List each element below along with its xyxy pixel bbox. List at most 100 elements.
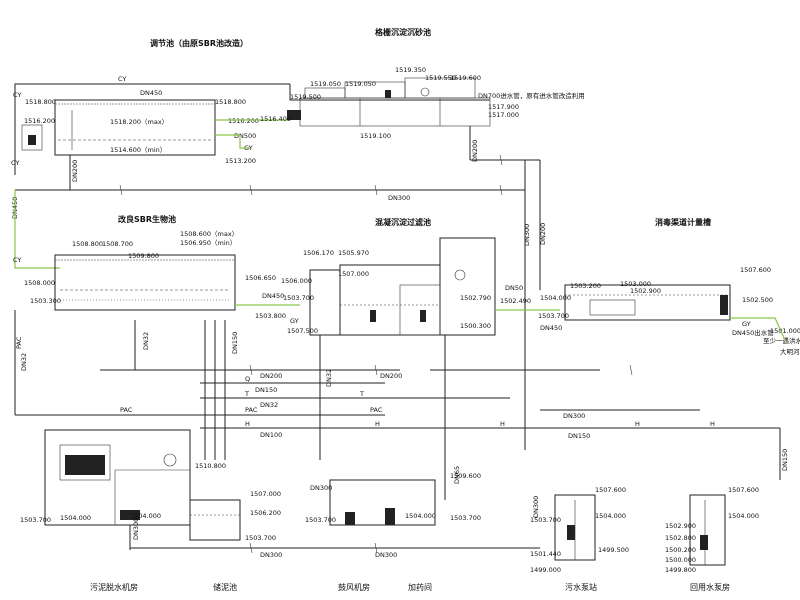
adjust-tank: 1518.800 1518.800 1518.200（max） 1516.200… bbox=[21, 98, 290, 190]
dn32-sbr: DN32 bbox=[142, 332, 150, 350]
dn300-vert: DN300 bbox=[523, 224, 531, 246]
pac-1: PAC bbox=[120, 406, 133, 414]
elev-sr-3: 1510.800 bbox=[195, 462, 226, 470]
pac-left: PAC bbox=[15, 336, 23, 349]
dn65: DN65 bbox=[453, 466, 461, 484]
elev-rp-5: 1500.200 bbox=[665, 546, 696, 554]
elev-sr-4: 1503.700 bbox=[20, 516, 51, 524]
elev-br-2: 1509.600 bbox=[450, 472, 481, 480]
elev-coag-3: 1507.000 bbox=[338, 270, 369, 278]
elev-rp-3: 1502.900 bbox=[665, 522, 696, 530]
elev-coag-1: 1506.170 bbox=[303, 249, 334, 257]
pretreat-note: DN700进水管，原有进水管改造利用 bbox=[478, 91, 585, 100]
elev-meas-2: 1503.000 bbox=[620, 280, 651, 288]
elev-st-1: 1507.000 bbox=[250, 490, 281, 498]
dn300-sr: DN300 bbox=[132, 518, 140, 540]
elev-meas-6: 1502.500 bbox=[742, 296, 773, 304]
pac-3: PAC bbox=[370, 406, 383, 414]
dn200-pre: DN200 bbox=[471, 140, 479, 162]
pretreat-unit: 1519.050 1519.050 1519.350 1519.550 1519… bbox=[260, 66, 585, 162]
elev-adj-top-l: 1518.800 bbox=[25, 98, 56, 106]
title-measure: 消毒渠道计量槽 bbox=[655, 217, 711, 227]
title-coag: 混凝沉淀过滤池 bbox=[375, 217, 431, 227]
elev-adj-mid-r: 1516.200 bbox=[228, 117, 259, 125]
h-1: H bbox=[245, 420, 250, 428]
elev-sbr-5: 1506.950（min） bbox=[180, 239, 236, 247]
elev-sp-2: 1504.000 bbox=[595, 512, 626, 520]
elev-pre-5: 1519.600 bbox=[450, 74, 481, 82]
elev-rp-2: 1504.000 bbox=[728, 512, 759, 520]
elev-sp-3: 1503.700 bbox=[530, 516, 561, 524]
sludge-room: 1510.800 1503.700 1504.000 1504.000 DN30… bbox=[20, 429, 226, 550]
elev-pre-8: 1519.100 bbox=[360, 132, 391, 140]
elev-pre-9: 1517.900 bbox=[488, 103, 519, 111]
dn200-vert: DN200 bbox=[539, 223, 547, 245]
dn50-coag: DN50 bbox=[505, 284, 523, 292]
title-adjust-tank: 调节池（由原SBR池改造） bbox=[150, 38, 248, 48]
measure-channel: 1503.200 1503.000 1502.900 1504.000 1507… bbox=[538, 266, 800, 356]
dn100-h: DN100 bbox=[260, 431, 282, 439]
dn150-sbr: DN150 bbox=[231, 332, 239, 354]
elev-coag-6: 1507.500 bbox=[287, 327, 318, 335]
elev-meas-7: 1503.700 bbox=[538, 312, 569, 320]
cy-label-left2: CY bbox=[11, 159, 19, 167]
dn300-collector: DN300 bbox=[388, 194, 410, 202]
h-2: H bbox=[375, 420, 380, 428]
dn32-coag: DN32 bbox=[325, 369, 333, 387]
dn300-right: DN300 bbox=[563, 412, 585, 420]
elev-meas-1: 1503.200 bbox=[570, 282, 601, 290]
elev-adj-mid-l: 1516.200 bbox=[24, 117, 55, 125]
h-4: H bbox=[635, 420, 640, 428]
elev-sbr-9: 1503.800 bbox=[255, 312, 286, 320]
outlet-note: DN450出水管 bbox=[732, 328, 774, 337]
t-1: T bbox=[244, 390, 249, 398]
title-sewage-pump: 污水泵站 bbox=[565, 582, 597, 592]
dn32-t: DN32 bbox=[260, 401, 278, 409]
dn300-br: DN300 bbox=[310, 484, 332, 492]
title-dosing-room: 加药间 bbox=[408, 582, 432, 592]
elev-rp-4: 1502.800 bbox=[665, 534, 696, 542]
sbr-tank: 1508.800 1508.700 1509.800 1508.600（max）… bbox=[13, 190, 300, 320]
cy-sbr: CY bbox=[13, 256, 21, 264]
t-2: T bbox=[359, 390, 364, 398]
dn450-label-top: DN450 bbox=[140, 89, 162, 97]
elev-pre-6: 1519.500 bbox=[290, 93, 321, 101]
elev-pre-1: 1519.050 bbox=[310, 80, 341, 88]
gy-coag: GY bbox=[290, 317, 299, 325]
cy-label-left: CY bbox=[13, 91, 21, 99]
elev-rp-1: 1507.600 bbox=[728, 486, 759, 494]
dn150-far-right: DN150 bbox=[781, 449, 789, 471]
elev-sbr-3: 1509.800 bbox=[128, 252, 159, 260]
title-pretreat: 格栅沉淀沉砂池 bbox=[375, 27, 431, 37]
elev-br-4: 1503.700 bbox=[450, 514, 481, 522]
elev-pre-4: 1519.550 bbox=[425, 74, 456, 82]
dn500-label: DN500 bbox=[234, 132, 256, 140]
elev-pre-2: 1519.050 bbox=[345, 80, 376, 88]
elev-coag-8: 1502.490 bbox=[500, 297, 531, 305]
elev-adj-max: 1518.200（max） bbox=[110, 118, 168, 126]
title-sludge-room: 污泥脱水机房 bbox=[90, 582, 138, 592]
h-3: H bbox=[500, 420, 505, 428]
dn450-sbr: DN450 bbox=[262, 292, 284, 300]
dn300-sp: DN300 bbox=[532, 496, 540, 518]
elev-coag-9: 1500.300 bbox=[460, 322, 491, 330]
elev-sr-6: 1504.000 bbox=[130, 512, 161, 520]
cy-label-top: CY bbox=[118, 75, 126, 83]
dn200-mid2: DN200 bbox=[380, 372, 402, 380]
elev-adj-min: 1514.600（min） bbox=[110, 146, 166, 154]
elev-pre-3: 1519.350 bbox=[395, 66, 426, 74]
blower-room: 1503.700 1509.600 1504.000 1503.700 DN30… bbox=[305, 472, 481, 526]
elev-coag-5: 1503.700 bbox=[283, 294, 314, 302]
h-5: H bbox=[710, 420, 715, 428]
elev-coag-7: 1502.790 bbox=[460, 294, 491, 302]
elev-st-2: 1506.200 bbox=[250, 509, 281, 517]
cy-main-pipe: CY DN450 CY CY bbox=[11, 75, 290, 175]
sewage-pump: 1507.600 1504.000 1503.700 1501.440 1499… bbox=[530, 486, 629, 574]
dn300-bottom2: DN300 bbox=[375, 551, 397, 559]
elev-sr-5: 1504.000 bbox=[60, 514, 91, 522]
elev-sbr-4: 1508.600（max） bbox=[180, 230, 238, 238]
elev-pre-10: 1517.000 bbox=[488, 111, 519, 119]
elev-meas-4: 1504.000 bbox=[540, 294, 571, 302]
title-sludge-tank: 储泥池 bbox=[213, 582, 237, 592]
